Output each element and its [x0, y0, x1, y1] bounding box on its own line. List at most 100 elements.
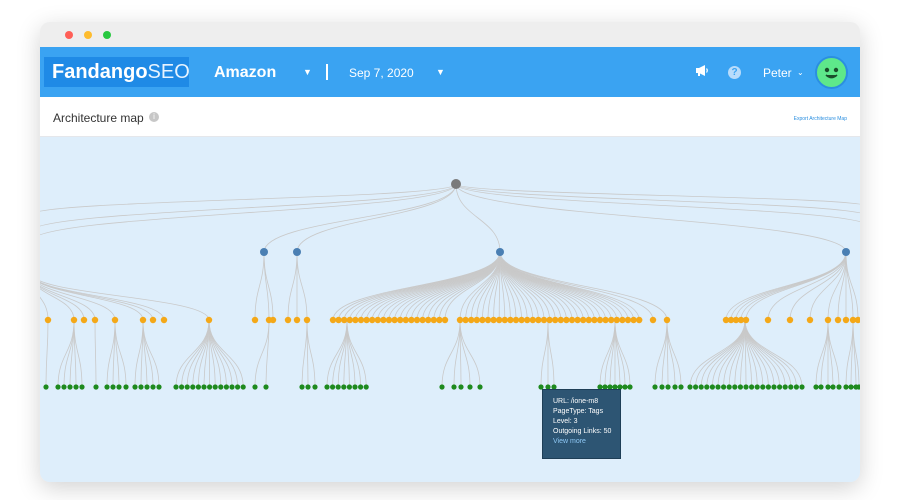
tree-node-level-3[interactable] — [788, 384, 794, 390]
tree-node-level-2[interactable] — [842, 316, 850, 324]
tree-node-level-2[interactable] — [357, 316, 365, 324]
tree-node-level-3[interactable] — [551, 384, 557, 390]
tree-node-level-2[interactable] — [849, 316, 857, 324]
user-chevron-down-icon[interactable]: ⌄ — [797, 68, 804, 77]
tree-node-level-3[interactable] — [693, 384, 699, 390]
tree-node-level-2[interactable] — [425, 316, 432, 324]
tree-node-level-2[interactable] — [591, 316, 598, 324]
tree-node-level-2[interactable] — [473, 316, 480, 324]
tree-node-level-2[interactable] — [552, 316, 559, 324]
tree-node-level-2[interactable] — [619, 316, 626, 324]
tree-node-level-2[interactable] — [518, 316, 525, 324]
tree-node-level-3[interactable] — [235, 384, 241, 390]
tree-node-level-2[interactable] — [501, 316, 508, 324]
tree-node-level-2[interactable] — [303, 316, 311, 324]
tree-node-level-3[interactable] — [299, 384, 305, 390]
tree-node-level-2[interactable] — [786, 316, 794, 324]
tree-node-level-3[interactable] — [754, 384, 760, 390]
tree-node-level-2[interactable] — [484, 316, 492, 324]
tree-node-level-2[interactable] — [436, 316, 443, 324]
tree-node-level-2[interactable] — [613, 316, 620, 324]
tree-node-level-3[interactable] — [223, 384, 229, 390]
tree-node-level-2[interactable] — [139, 316, 147, 324]
tree-node-level-3[interactable] — [93, 384, 99, 390]
tree-node-level-3[interactable] — [793, 384, 800, 390]
tooltip-view-more-link[interactable]: View more — [553, 438, 586, 445]
tree-node-level-3[interactable] — [352, 384, 358, 390]
tree-node-level-2[interactable] — [335, 316, 342, 324]
tree-node-level-3[interactable] — [782, 384, 788, 390]
window-close-button[interactable] — [65, 31, 73, 39]
tree-node-level-2[interactable] — [111, 316, 119, 324]
tree-node-level-3[interactable] — [617, 384, 623, 390]
tree-node-level-3[interactable] — [477, 384, 483, 390]
tree-node-level-2[interactable] — [391, 316, 398, 324]
tree-node-level-3[interactable] — [607, 384, 613, 390]
tree-node-level-2[interactable] — [44, 316, 52, 324]
tree-node-level-3[interactable] — [179, 384, 185, 390]
export-architecture-map-link[interactable]: Export Architecture Map — [793, 116, 847, 122]
tree-node-level-1[interactable] — [293, 248, 301, 256]
tree-node-level-2[interactable] — [764, 316, 772, 324]
tree-node-level-2[interactable] — [585, 316, 592, 324]
tree-node-level-2[interactable] — [722, 316, 730, 324]
info-icon[interactable]: i — [149, 112, 159, 122]
tree-node-level-2[interactable] — [160, 316, 168, 324]
tree-node-level-2[interactable] — [397, 316, 404, 324]
help-icon[interactable]: ? — [728, 66, 741, 79]
tree-node-level-3[interactable] — [665, 384, 671, 390]
tree-node-level-2[interactable] — [468, 316, 475, 324]
window-minimize-button[interactable] — [84, 31, 92, 39]
tree-node-level-3[interactable] — [799, 384, 805, 390]
date-chevron-down-icon[interactable]: ▼ — [436, 67, 445, 77]
tree-node-level-2[interactable] — [352, 316, 359, 324]
tree-node-level-3[interactable] — [813, 384, 819, 390]
tree-node-level-3[interactable] — [346, 384, 352, 390]
tree-node-level-2[interactable] — [341, 316, 348, 324]
tree-node-level-2[interactable] — [596, 316, 604, 324]
tree-node-level-1[interactable] — [496, 248, 504, 256]
tree-node-level-3[interactable] — [451, 384, 457, 390]
tree-node-level-3[interactable] — [777, 384, 783, 390]
tree-node-level-3[interactable] — [229, 384, 235, 390]
tree-node-level-3[interactable] — [144, 384, 150, 390]
tree-node-level-3[interactable] — [312, 384, 318, 390]
tree-node-level-2[interactable] — [737, 316, 745, 324]
tree-node-level-3[interactable] — [330, 384, 336, 390]
tree-node-level-2[interactable] — [496, 316, 503, 324]
tree-node-level-3[interactable] — [458, 384, 464, 390]
tree-node-level-3[interactable] — [652, 384, 658, 390]
tree-node-level-3[interactable] — [704, 384, 710, 390]
tree-node-level-1[interactable] — [260, 248, 268, 256]
tree-node-level-3[interactable] — [138, 384, 144, 390]
tree-node-level-3[interactable] — [67, 384, 73, 390]
tree-node-level-2[interactable] — [824, 316, 832, 324]
tree-node-level-2[interactable] — [374, 316, 381, 324]
tree-node-level-2[interactable] — [602, 316, 609, 324]
tree-node-level-2[interactable] — [402, 316, 409, 324]
megaphone-icon[interactable] — [695, 64, 709, 81]
tree-node-level-3[interactable] — [110, 384, 116, 390]
tree-node-level-3[interactable] — [55, 384, 61, 390]
tree-node-level-3[interactable] — [218, 384, 224, 390]
tree-node-level-3[interactable] — [201, 384, 207, 390]
tree-node-level-2[interactable] — [636, 316, 643, 324]
project-selector[interactable]: Amazon — [214, 64, 277, 81]
tree-node-level-3[interactable] — [627, 384, 633, 390]
tree-node-level-3[interactable] — [715, 384, 721, 390]
architecture-map[interactable]: URL: /ione-m8 PageType: Tags Level: 3 Ou… — [40, 137, 860, 482]
tree-node-level-2[interactable] — [834, 316, 842, 324]
tree-node-level-3[interactable] — [252, 384, 258, 390]
tree-node-level-3[interactable] — [672, 384, 678, 390]
tree-node-level-3[interactable] — [358, 384, 364, 390]
tree-node-level-3[interactable] — [132, 384, 138, 390]
tree-node-level-3[interactable] — [150, 384, 156, 390]
tree-node-level-2[interactable] — [346, 316, 353, 324]
tree-node-level-3[interactable] — [737, 384, 744, 390]
tree-node-level-2[interactable] — [540, 316, 548, 324]
tree-node-level-3[interactable] — [73, 384, 79, 390]
tree-node-level-3[interactable] — [61, 384, 67, 390]
tree-node-level-3[interactable] — [771, 384, 777, 390]
tree-node-level-2[interactable] — [512, 316, 520, 324]
